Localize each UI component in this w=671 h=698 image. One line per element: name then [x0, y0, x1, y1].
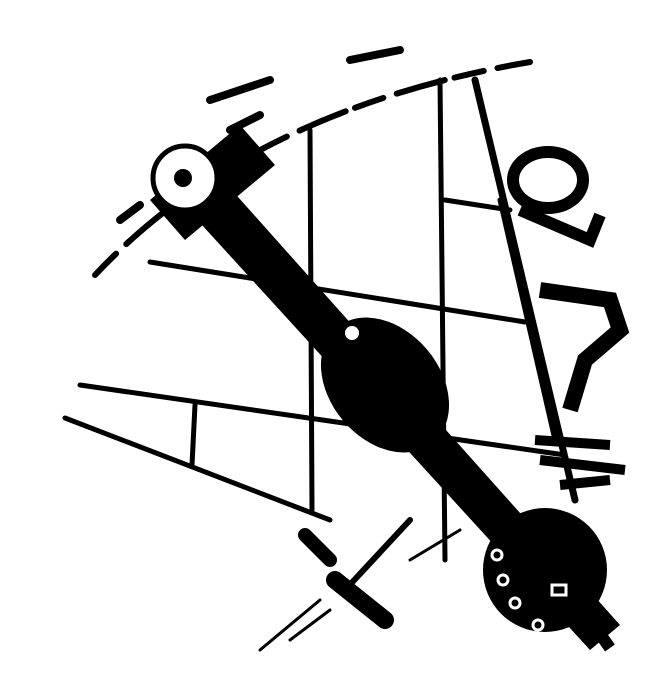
frame-bar-5: [442, 197, 513, 213]
frame-bar-4: [189, 402, 198, 468]
index-arm: [150, 125, 620, 652]
handle-strokes: [258, 528, 462, 652]
dial-knob: [585, 616, 615, 652]
frame-bar-1: [147, 259, 528, 325]
handle: [258, 517, 462, 652]
handle-grip: [326, 571, 394, 629]
pivot-center: [174, 169, 192, 187]
handle-shaft: [342, 517, 413, 593]
arm-bulge: [320, 317, 450, 453]
frame-bar-3: [62, 415, 333, 523]
shade-hinge: [534, 435, 626, 490]
frame-edge-right: [471, 76, 579, 504]
dial-marks: [490, 548, 568, 632]
frame-bar-2: [77, 382, 568, 458]
graduated-arc: [92, 59, 533, 278]
arm-screw: [345, 326, 359, 340]
telescope-assembly: [507, 146, 630, 490]
telescope-bracket: [517, 204, 606, 248]
sextant-frame: [62, 46, 579, 563]
telescope-ring: [507, 146, 589, 214]
handle-knob: [298, 528, 337, 567]
micrometer-dial: [483, 508, 607, 632]
arc-marks: [116, 46, 404, 224]
horizon-mirror-bracket: [538, 282, 630, 413]
frame-edge-inner: [497, 197, 558, 443]
